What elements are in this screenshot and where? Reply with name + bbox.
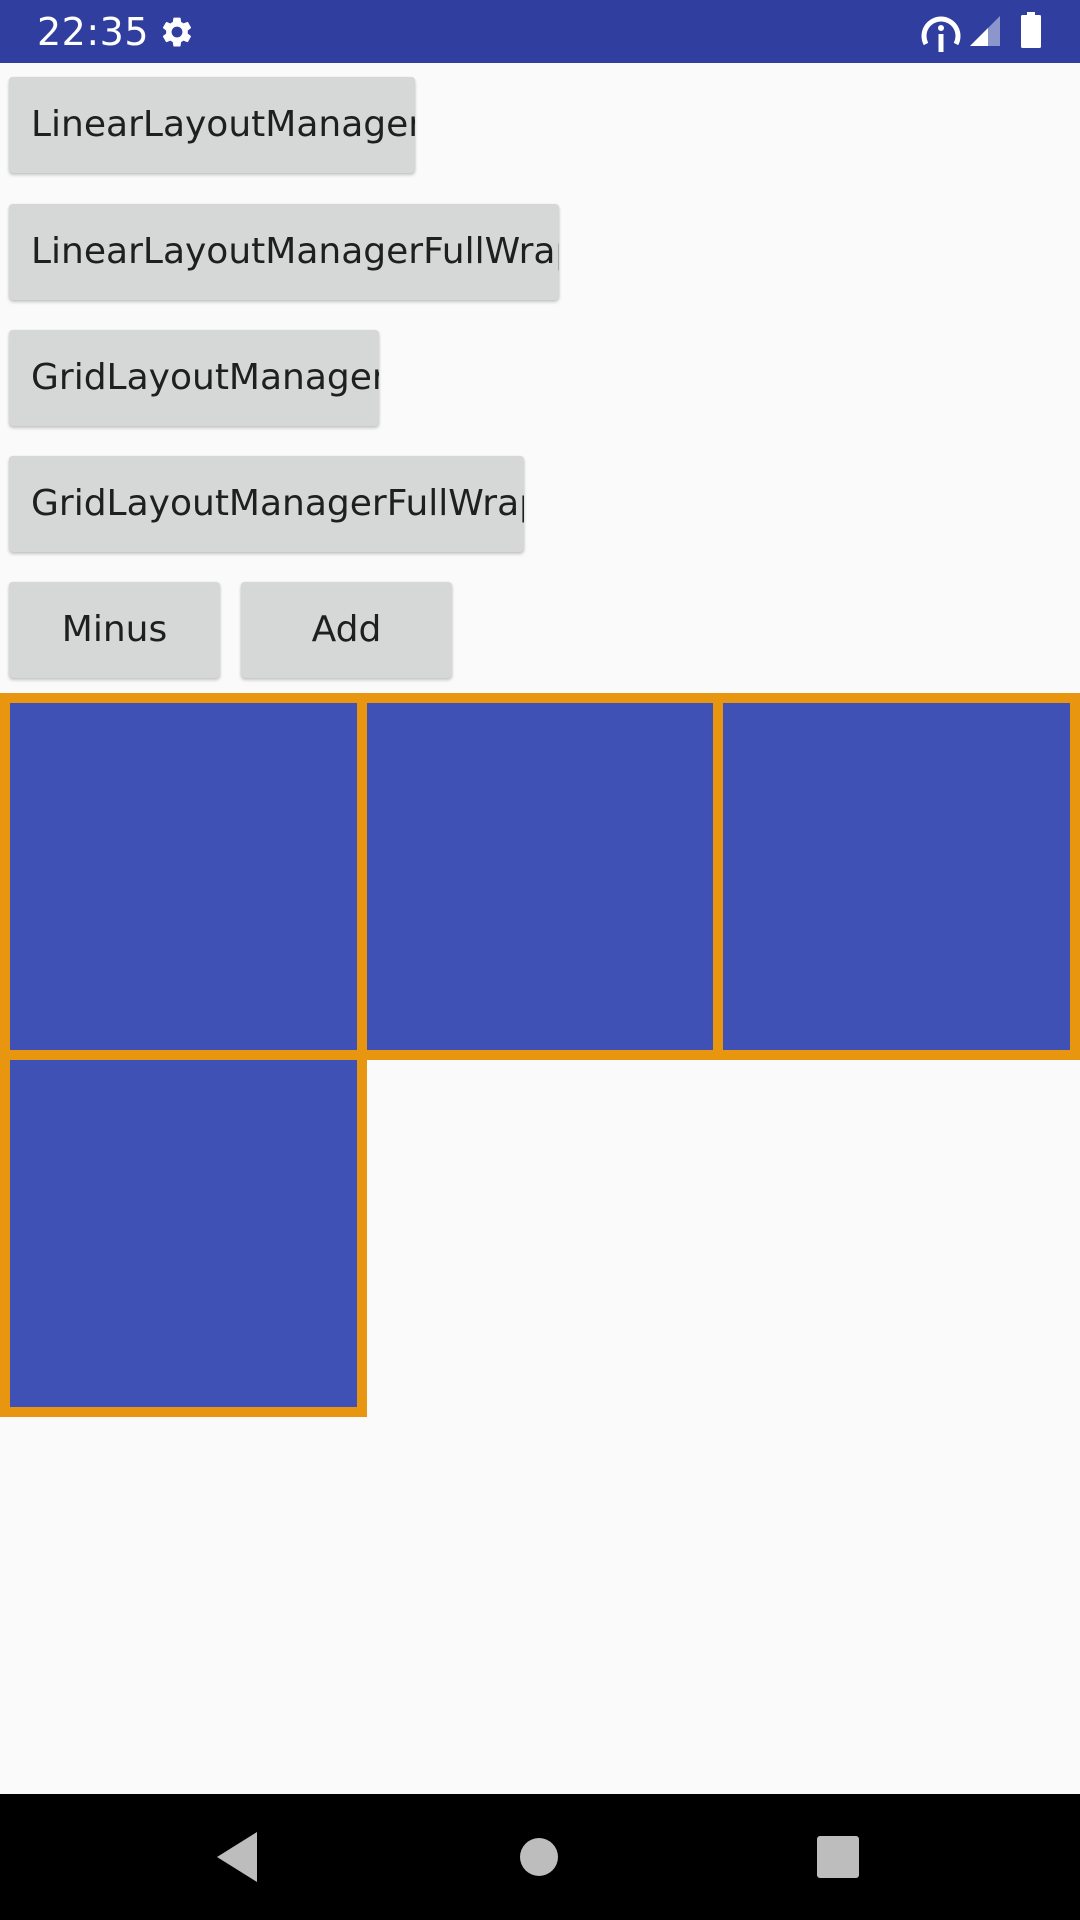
home-icon[interactable]	[510, 1828, 568, 1886]
grid-item	[357, 693, 724, 1060]
grid-layout-manager-button[interactable]: GridLayoutManager	[9, 330, 379, 426]
grid-item	[0, 1050, 367, 1417]
minus-button[interactable]: Minus	[9, 582, 220, 678]
navigation-bar	[0, 1794, 1080, 1920]
settings-icon	[162, 17, 192, 47]
grid-item	[0, 693, 367, 1060]
grid-layout-manager-full-wrap-button[interactable]: GridLayoutManagerFullWrap	[9, 456, 524, 552]
recents-icon[interactable]	[809, 1828, 867, 1886]
linear-layout-manager-full-wrap-button[interactable]: LinearLayoutManagerFullWrap	[9, 204, 559, 300]
status-bar: 22:35	[0, 0, 1080, 63]
signal-icon	[970, 16, 1000, 46]
linear-layout-manager-button[interactable]: LinearLayoutManager	[9, 77, 415, 173]
grid-item	[713, 693, 1080, 1060]
back-icon[interactable]	[209, 1828, 267, 1886]
status-time: 22:35	[37, 10, 150, 54]
battery-icon	[1021, 12, 1041, 48]
data-saver-icon	[921, 16, 961, 52]
add-button[interactable]: Add	[241, 582, 452, 678]
